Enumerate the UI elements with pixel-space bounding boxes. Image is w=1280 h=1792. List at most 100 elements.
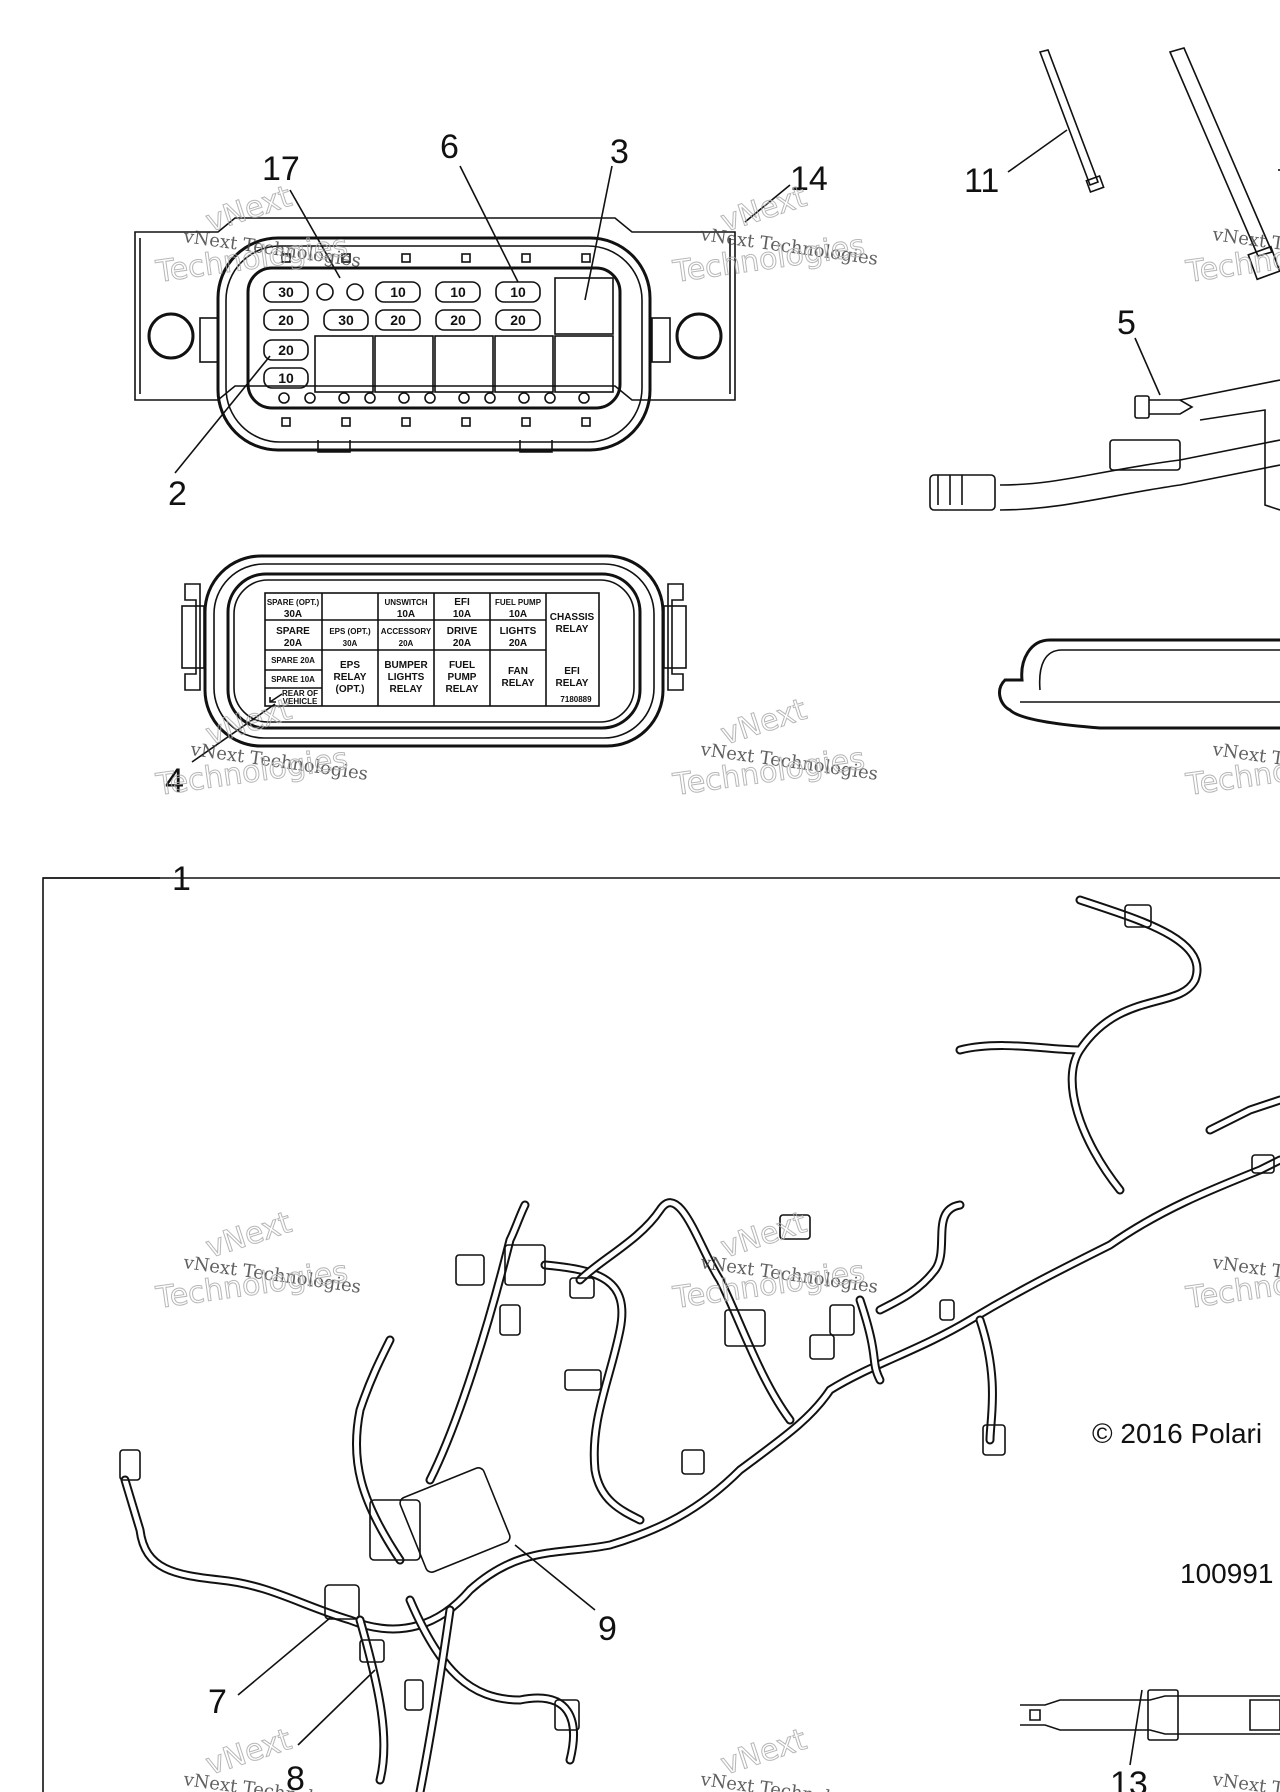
callout-7: 7 — [208, 1683, 227, 1721]
label-cell: FUEL PUMP — [495, 598, 542, 607]
label-cell: RELAY — [556, 678, 589, 689]
callout-1: 1 — [172, 860, 191, 898]
callout-numbers: 17 6 3 14 2 4 11 5 1 7 8 9 13 — [165, 128, 1148, 1792]
harness-frame — [42, 877, 1280, 1792]
label-cell: PUMP — [448, 672, 477, 683]
watermark: vNext Technologies Technologies — [1183, 1252, 1280, 1317]
label-cell: SPARE (OPT.) — [267, 598, 320, 607]
watermark: vNext Technologies vNext — [181, 1722, 362, 1792]
label-cell: 7180889 — [560, 695, 592, 704]
arrow-icon — [269, 693, 283, 703]
callout-4: 4 — [165, 762, 184, 800]
label-cell: EPS (OPT.) — [329, 627, 371, 636]
label-cell: 10A — [509, 609, 527, 620]
watermark: vNext Technologies Technologies vNext — [153, 1205, 363, 1317]
label-cell: LIGHTS — [500, 626, 537, 637]
drawing-number: 100991 — [1180, 1558, 1273, 1589]
watermark: vNext Technologies vNext — [698, 1722, 879, 1792]
label-cell: 20A — [399, 639, 414, 648]
svg-text:vNext: vNext — [202, 1722, 296, 1782]
label-cell: 20A — [284, 638, 302, 649]
svg-text:vNext: vNext — [717, 1722, 811, 1782]
label-cell: FAN — [508, 666, 528, 677]
callout-11: 11 — [964, 162, 999, 200]
label-cell: VEHICLE — [283, 697, 318, 706]
screw — [1134, 395, 1194, 419]
svg-text:vNext: vNext — [717, 692, 811, 752]
svg-text:vNext: vNext — [717, 1205, 811, 1265]
callout-6: 6 — [440, 128, 459, 166]
callout-5: 5 — [1117, 304, 1136, 342]
fuse-rating: 20 — [390, 312, 406, 328]
callout-9: 9 — [598, 1610, 617, 1648]
label-cell: DRIVE — [447, 626, 478, 637]
callout-8: 8 — [286, 1760, 305, 1792]
label-cell: FUEL — [449, 660, 475, 671]
watermark: vNext Technologies Technologies — [1183, 739, 1280, 804]
callout-13: 13 — [1110, 1765, 1148, 1792]
main-wiring-harness — [120, 895, 1280, 1792]
label-cell: 20A — [509, 638, 527, 649]
fuse-rating: 10 — [510, 284, 526, 300]
watermark: vNext Technologies — [1210, 1769, 1280, 1792]
label-cell: 10A — [453, 609, 471, 620]
watermark: vNext Technologies Technologies — [1183, 224, 1280, 291]
fuse-ratings: 30 10 10 10 20 30 20 20 20 20 10 — [278, 284, 526, 386]
label-cell: SPARE 10A — [271, 675, 315, 684]
label-cell: EPS — [340, 660, 360, 671]
callout-14: 14 — [790, 160, 828, 198]
label-cell: RELAY — [334, 672, 367, 683]
fuse-rating: 10 — [390, 284, 406, 300]
callout-3: 3 — [610, 133, 629, 171]
label-cell: REAR OF — [282, 689, 318, 698]
label-cell: 10A — [397, 609, 415, 620]
svg-text:vNext Technologies: vNext Technologies — [1210, 1769, 1280, 1792]
label-cell: RELAY — [502, 678, 535, 689]
leader-lines — [43, 129, 1161, 1766]
label-cell: UNSWITCH — [384, 598, 427, 607]
fuse-rating: 30 — [338, 312, 354, 328]
label-cell: 20A — [453, 638, 471, 649]
fuse-rating: 10 — [278, 370, 294, 386]
label-cell: 30A — [343, 639, 358, 648]
watermark: vNext Technologies Technologies vNext — [153, 179, 363, 291]
label-cell: (OPT.) — [336, 684, 365, 695]
label-cell: EFI — [564, 666, 580, 677]
label-cell: CHASSIS — [550, 612, 595, 623]
label-cell: ACCESSORY — [381, 627, 432, 636]
watermark: vNext Technologies Technologies vNext — [670, 179, 880, 291]
cable-tie — [1038, 47, 1280, 281]
label-cell: SPARE 20A — [271, 656, 315, 665]
svg-text:vNext: vNext — [717, 179, 811, 239]
copyright-text: © 2016 Polari — [1092, 1418, 1262, 1449]
inline-fuse-holder — [1020, 1689, 1280, 1741]
label-cell: LIGHTS — [388, 672, 425, 683]
wiring-pigtail — [929, 379, 1280, 511]
fuse-rating: 10 — [450, 284, 466, 300]
svg-text:vNext: vNext — [202, 179, 296, 239]
harness-connectors — [119, 904, 1275, 1731]
fuse-box-cover: SPARE (OPT.) 30A UNSWITCH 10A EFI 10A FU… — [181, 554, 687, 748]
fuse-rating: 20 — [510, 312, 526, 328]
fuse-label: SPARE (OPT.) 30A UNSWITCH 10A EFI 10A FU… — [267, 597, 595, 706]
watermark: vNext Technologies Technologies vNext — [670, 1205, 880, 1317]
fuse-box: 30 10 10 10 20 30 20 20 20 20 10 — [134, 217, 736, 453]
label-cell: SPARE — [276, 626, 310, 637]
fuse-rating: 20 — [450, 312, 466, 328]
fuse-box-cover-side — [998, 638, 1280, 730]
watermarks: vNext Technologies Technologies vNext vN… — [153, 179, 1280, 1792]
fuse-rating: 20 — [278, 342, 294, 358]
label-cell: RELAY — [556, 624, 589, 635]
fuse-rating: 30 — [278, 284, 294, 300]
watermark: vNext Technologies Technologies vNext — [153, 692, 370, 804]
watermark: vNext Technologies Technologies vNext — [670, 692, 880, 804]
fuse-rating: 20 — [278, 312, 294, 328]
label-cell: RELAY — [446, 684, 479, 695]
label-cell: RELAY — [390, 684, 423, 695]
svg-text:vNext: vNext — [202, 1205, 296, 1265]
label-cell: 30A — [284, 609, 302, 620]
label-cell: EFI — [454, 597, 470, 608]
label-cell: BUMPER — [384, 660, 428, 671]
callout-2: 2 — [168, 475, 187, 513]
callout-17: 17 — [262, 150, 300, 188]
